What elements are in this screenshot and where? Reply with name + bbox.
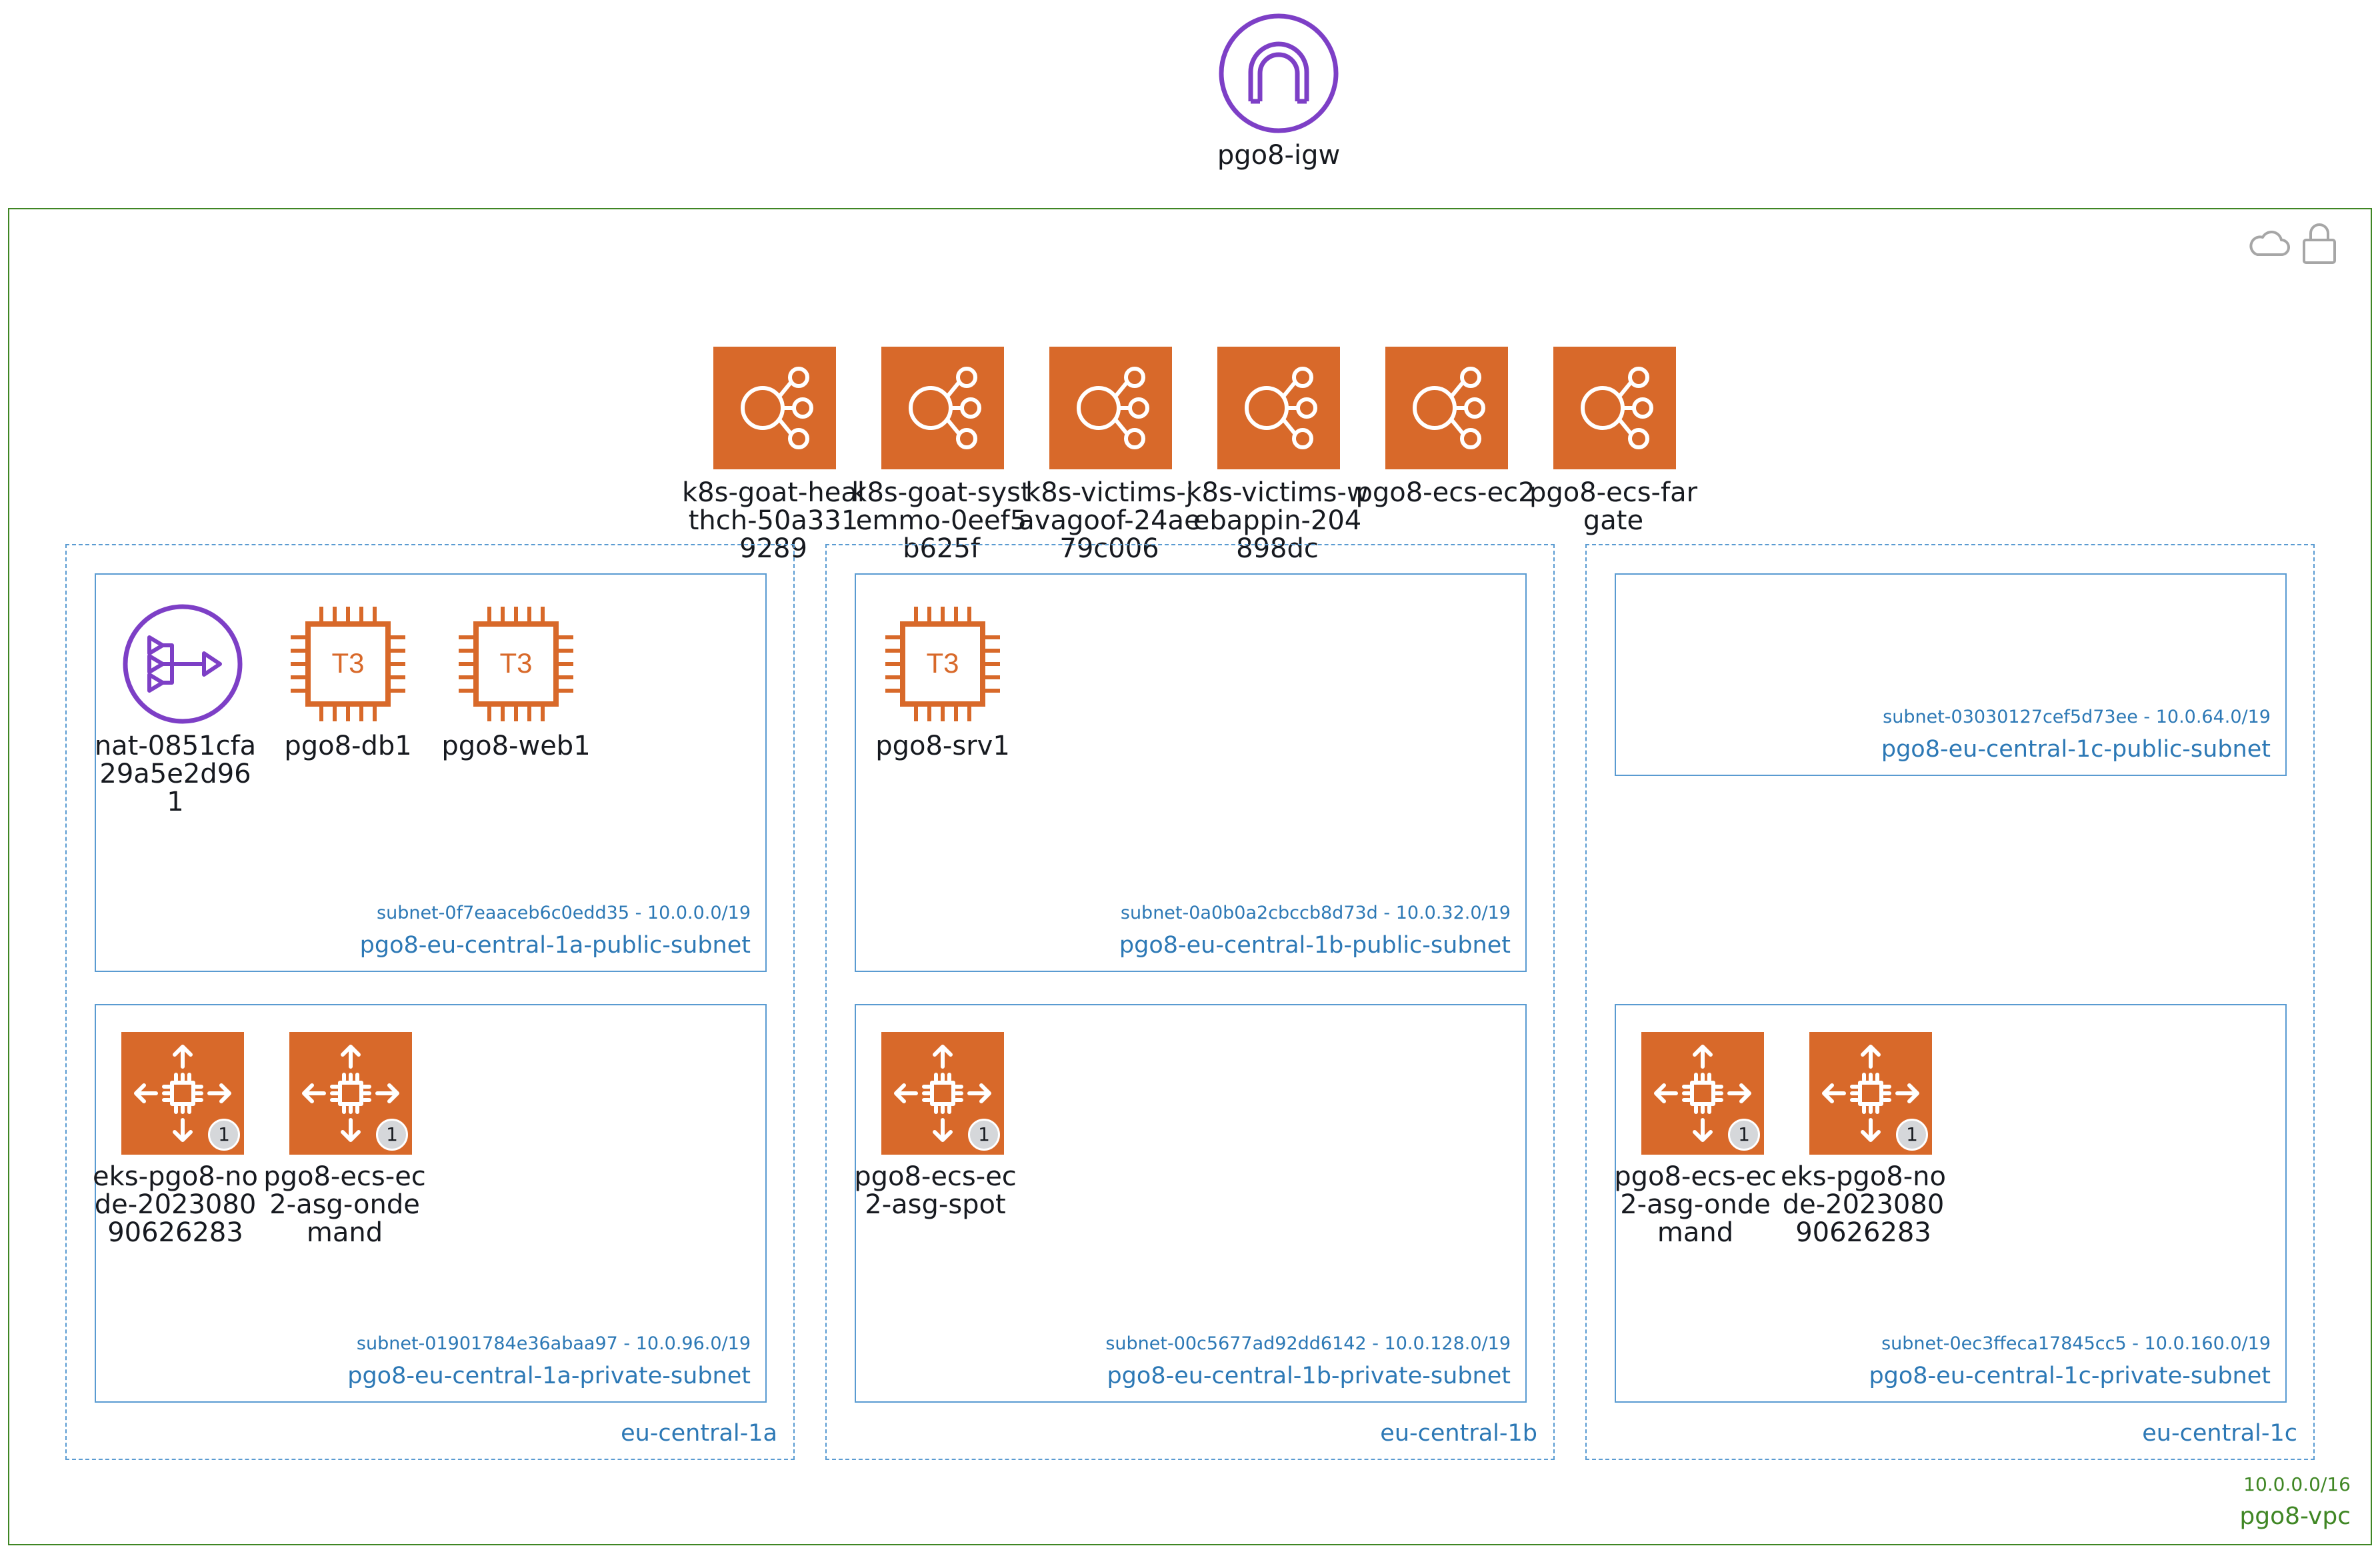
subnet-id: subnet-00c5677ad92dd6142 - 10.0.128.0/19 [1105, 1333, 1511, 1354]
nat-gateway-icon[interactable] [121, 603, 244, 725]
elastic-load-balancer-icon[interactable] [881, 347, 1004, 469]
lb-label: k8s-victims-javagoof-24ae79c006 [1018, 477, 1201, 564]
instance-count-badge: 1 [376, 1119, 408, 1151]
subnet-1b-private[interactable] [855, 1004, 1527, 1403]
subnet-name: pgo8-eu-central-1c-public-subnet [1881, 736, 2271, 763]
ec2-label: pgo8-db1 [284, 731, 412, 761]
lb-label: k8s-victims-webappin-204898dc [1186, 477, 1369, 564]
auto-scaling-group-icon[interactable]: 1 [1641, 1032, 1764, 1155]
ec2-label: pgo8-srv1 [875, 731, 1010, 761]
subnet-1a-public[interactable] [95, 573, 767, 972]
vpc-cidr: 10.0.0.0/16 [2243, 1473, 2351, 1495]
subnet-1b-public[interactable] [855, 573, 1527, 972]
asg-label: pgo8-ecs-ec2-asg-ondemand [263, 1161, 426, 1248]
elastic-load-balancer-icon[interactable] [1217, 347, 1340, 469]
subnet-name: pgo8-eu-central-1c-private-subnet [1869, 1363, 2271, 1389]
igw-label: pgo8-igw [1217, 140, 1341, 171]
auto-scaling-group-icon[interactable]: 1 [289, 1032, 412, 1155]
subnet-id: subnet-03030127cef5d73ee - 10.0.64.0/19 [1883, 707, 2271, 727]
instance-type-text: T3 [926, 647, 959, 679]
instance-count-badge: 1 [1896, 1119, 1928, 1151]
subnet-name: pgo8-eu-central-1a-public-subnet [359, 932, 751, 959]
zone-label: eu-central-1c [2142, 1420, 2297, 1447]
instance-type-text: T3 [499, 647, 532, 679]
instance-type-text: T3 [331, 647, 364, 679]
lock-icon [2303, 223, 2336, 264]
subnet-1c-public[interactable] [1615, 573, 2287, 776]
auto-scaling-group-icon[interactable]: 1 [1809, 1032, 1932, 1155]
lb-label: k8s-goat-healthch-50a3319289 [682, 477, 865, 564]
zone-eu-central-1c[interactable] [1585, 544, 2315, 1460]
zone-eu-central-1a[interactable] [65, 544, 795, 1460]
subnet-id: subnet-0f7eaaceb6c0edd35 - 10.0.0.0/19 [377, 903, 751, 923]
zone-label: eu-central-1b [1380, 1420, 1537, 1447]
ec2-t3-instance-icon[interactable]: T3 [287, 603, 409, 725]
subnet-name: pgo8-eu-central-1b-public-subnet [1119, 932, 1511, 959]
zone-eu-central-1b[interactable] [825, 544, 1555, 1460]
lb-label: pgo8-ecs-ec2 [1355, 477, 1535, 508]
elastic-load-balancer-icon[interactable] [1049, 347, 1172, 469]
ec2-t3-instance-icon[interactable]: T3 [881, 603, 1004, 725]
asg-label: pgo8-ecs-ec2-asg-ondemand [1614, 1161, 1777, 1248]
subnet-id: subnet-0a0b0a2cbccb8d73d - 10.0.32.0/19 [1120, 903, 1511, 923]
asg-label: eks-pgo8-node-202308090626283 [92, 1161, 258, 1248]
cloud-icon [2249, 230, 2290, 256]
zone-label: eu-central-1a [621, 1420, 777, 1447]
nat-label: nat-0851cfa29a5e2d961 [94, 731, 257, 817]
vpc-name: pgo8-vpc [2239, 1503, 2351, 1530]
subnet-id: subnet-01901784e36abaa97 - 10.0.96.0/19 [356, 1333, 751, 1354]
internet-gateway-icon[interactable] [1217, 12, 1340, 135]
vpc-group[interactable] [8, 208, 2372, 1545]
subnet-id: subnet-0ec3ffeca17845cc5 - 10.0.160.0/19 [1881, 1333, 2271, 1354]
elastic-load-balancer-icon[interactable] [1385, 347, 1508, 469]
auto-scaling-group-icon[interactable]: 1 [121, 1032, 244, 1155]
subnet-name: pgo8-eu-central-1b-private-subnet [1107, 1363, 1511, 1389]
subnet-1a-private[interactable] [95, 1004, 767, 1403]
subnet-1c-private[interactable] [1615, 1004, 2287, 1403]
auto-scaling-group-icon[interactable]: 1 [881, 1032, 1004, 1155]
instance-count-badge: 1 [968, 1119, 1000, 1151]
instance-count-badge: 1 [208, 1119, 240, 1151]
ec2-label: pgo8-web1 [441, 731, 591, 761]
subnet-name: pgo8-eu-central-1a-private-subnet [347, 1363, 751, 1389]
lb-label: k8s-goat-systemmo-0eef5b625f [851, 477, 1031, 564]
asg-label: pgo8-ecs-ec2-asg-spot [854, 1161, 1017, 1220]
instance-count-badge: 1 [1728, 1119, 1760, 1151]
elastic-load-balancer-icon[interactable] [1553, 347, 1676, 469]
ec2-t3-instance-icon[interactable]: T3 [455, 603, 577, 725]
elastic-load-balancer-icon[interactable] [713, 347, 836, 469]
asg-label: eks-pgo8-node-202308090626283 [1780, 1161, 1946, 1248]
lb-label: pgo8-ecs-fargate [1529, 477, 1698, 536]
